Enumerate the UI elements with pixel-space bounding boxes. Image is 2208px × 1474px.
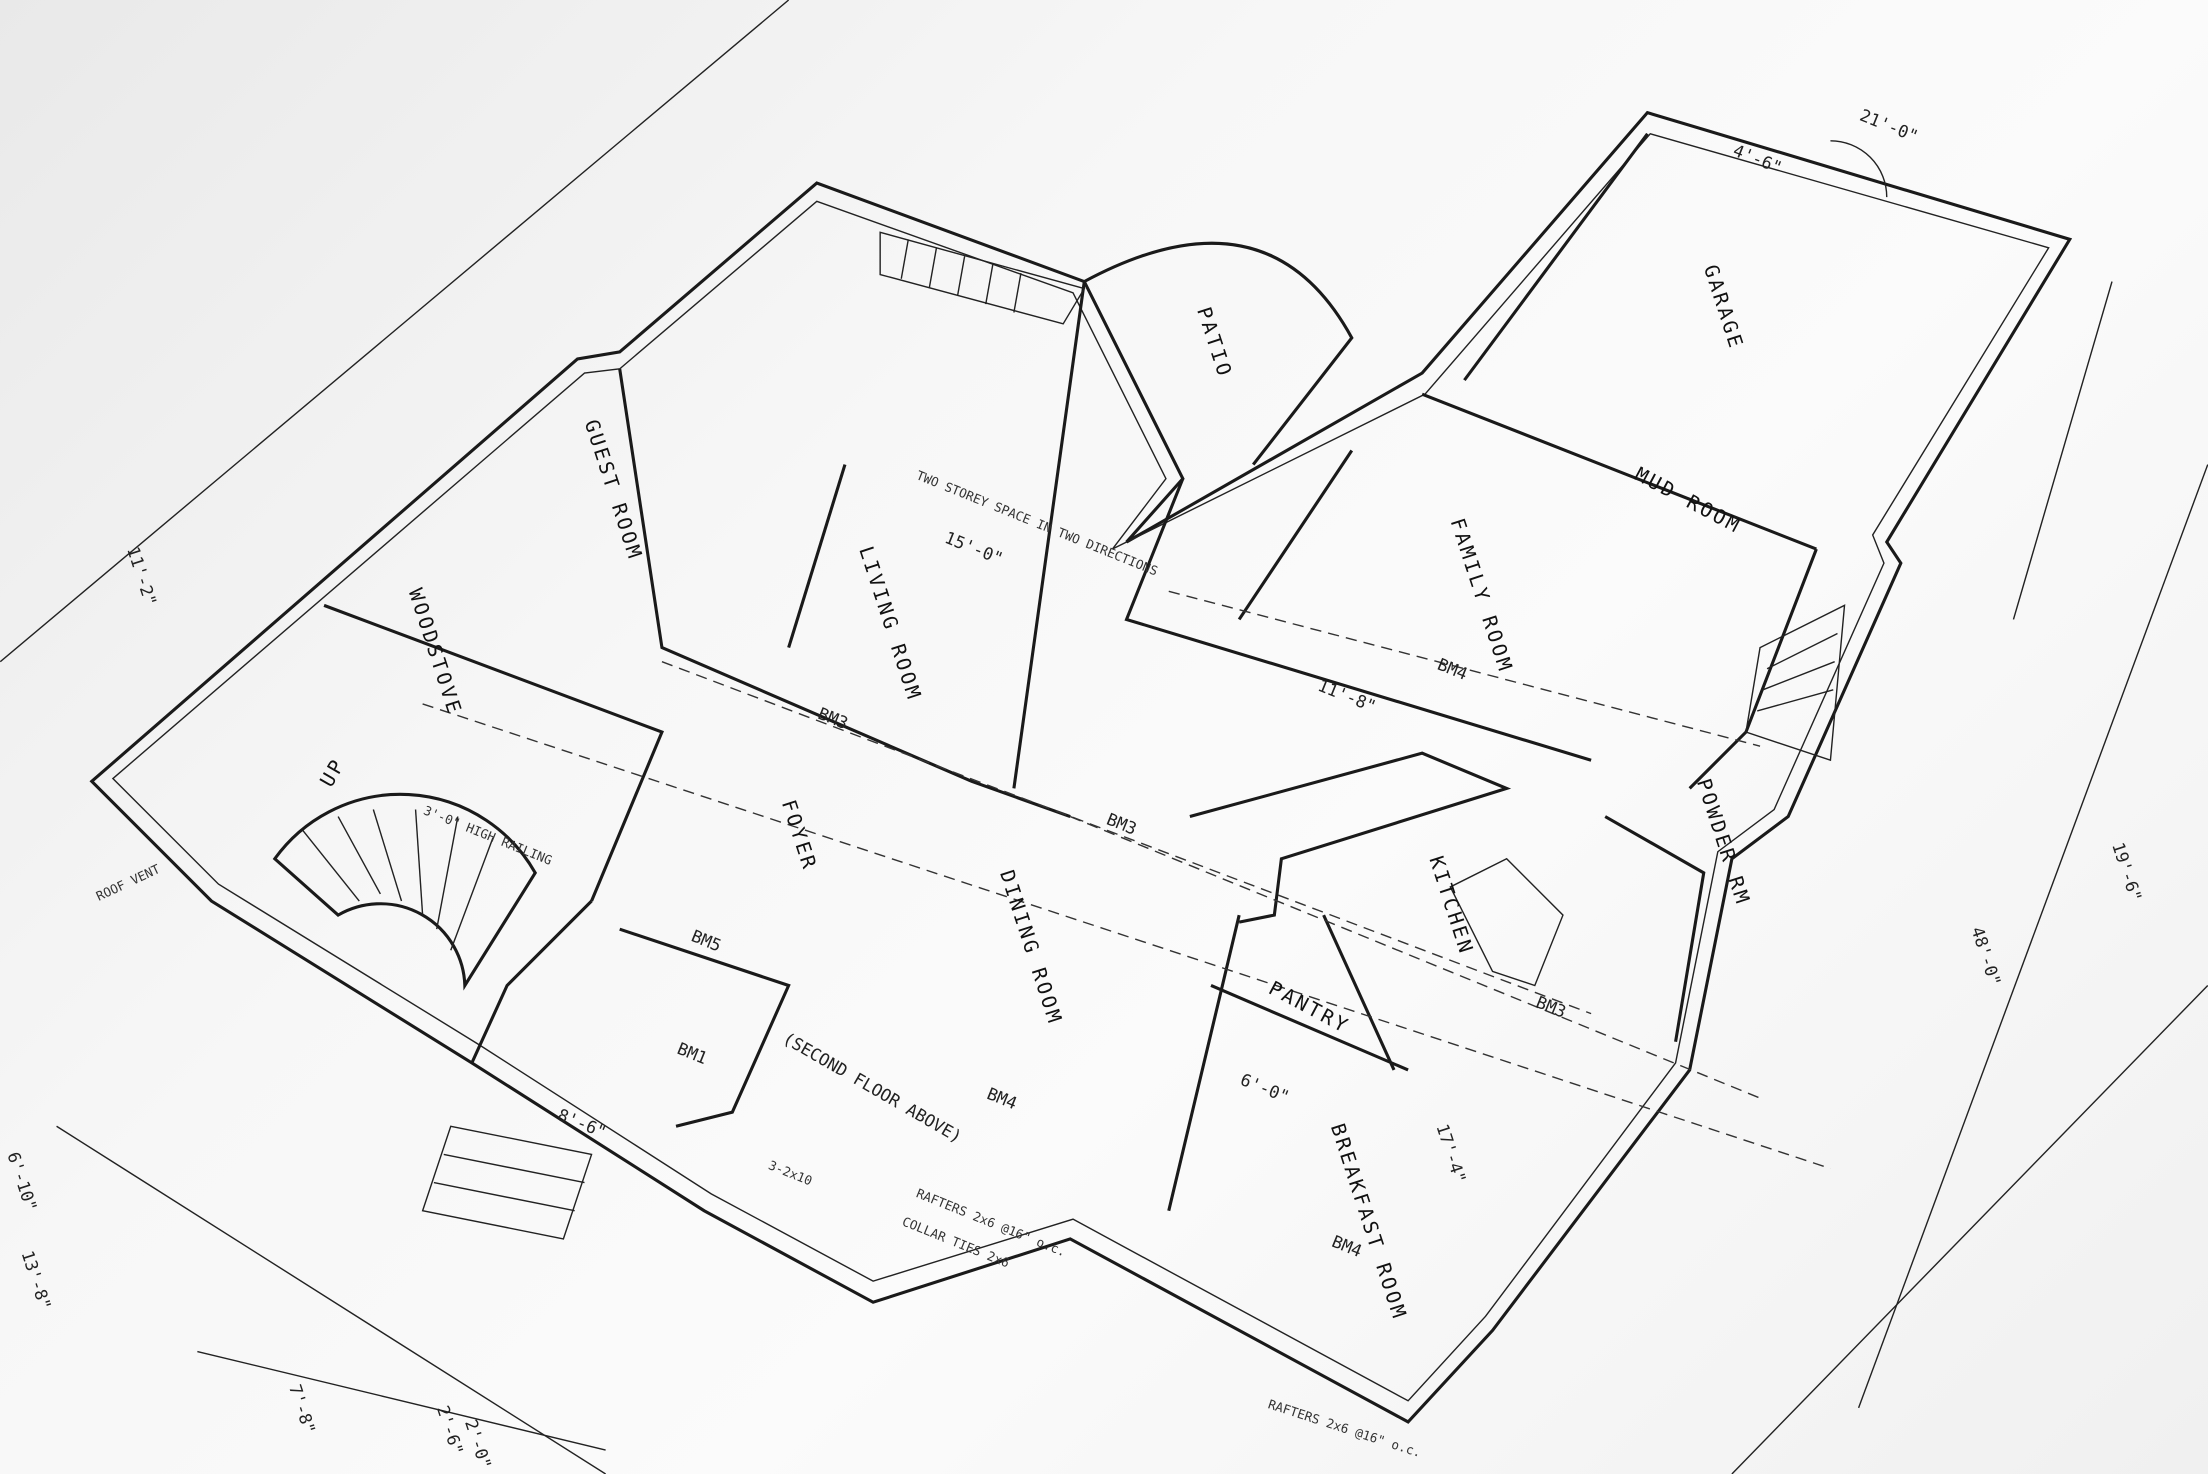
dimension-label: 8'-6" — [555, 1104, 610, 1142]
room-label-family-room: FAMILY ROOM — [1446, 515, 1518, 676]
interior-wall — [618, 368, 1071, 819]
interior-wall — [787, 464, 847, 649]
dimension-line — [197, 1350, 606, 1451]
interior-wall — [1210, 984, 1409, 1072]
dimension-label: 17'-4" — [1432, 1121, 1470, 1185]
dimension-label: 48'-0" — [1967, 924, 2005, 988]
room-label-dining-room: DINING ROOM — [995, 867, 1067, 1028]
interior-wall — [1124, 478, 1592, 762]
stair-patio — [879, 231, 1086, 325]
interior-wall — [619, 927, 791, 1128]
beam-label: BM5 — [689, 926, 725, 956]
sheet-border-left — [0, 0, 790, 663]
kitchen-sink — [1449, 857, 1564, 987]
interior-wall — [1012, 281, 1086, 789]
dimension-label: 13'-8" — [18, 1248, 56, 1312]
interior-wall — [1604, 815, 1706, 1043]
dimension-label: 15'-0" — [942, 527, 1006, 568]
dimension-label: 7'-8" — [285, 1382, 320, 1437]
note-rafters: RAFTERS 2x6 @16" o.c. — [1266, 1396, 1423, 1460]
beam-line — [661, 661, 1592, 1015]
dimension-label: 11'-8" — [1315, 675, 1379, 716]
interior-wall — [323, 603, 664, 902]
beam-label: BM1 — [675, 1038, 711, 1068]
dimension-label: 2'-0" — [461, 1417, 496, 1472]
room-label-patio: PATIO — [1192, 304, 1237, 381]
room-label-garage: GARAGE — [1699, 262, 1748, 353]
interior-wall — [1421, 392, 1817, 551]
note-railing: 3'-0" HIGH RAILING — [421, 803, 554, 868]
pantry-wall — [1322, 914, 1396, 1071]
patio-outline — [1083, 241, 1354, 466]
room-label-kitchen: KITCHEN — [1424, 853, 1478, 958]
dimension-label: 19'-6" — [2108, 840, 2146, 904]
interior-wall — [470, 899, 593, 1064]
interior-wall — [1167, 914, 1241, 1212]
note-beam: 3-2x10 — [766, 1157, 814, 1188]
beam-line — [1069, 815, 1761, 1099]
label-second-floor-above: (SECOND FLOOR ABOVE) — [780, 1028, 966, 1147]
kitchen-island — [1189, 751, 1512, 924]
stair-rear — [1745, 604, 1846, 762]
beam-label: BM4 — [984, 1083, 1020, 1113]
dimension-label: 21'-0" — [1857, 105, 1921, 146]
room-label-mud-room: MUD ROOM — [1631, 463, 1745, 538]
interior-wall — [1688, 548, 1818, 790]
interior-wall — [1463, 132, 1649, 382]
dimension-label: 6'-10" — [3, 1149, 41, 1213]
dimension-line — [2012, 281, 2113, 620]
dimension-label: 6'-0" — [1238, 1069, 1293, 1107]
note-roof-vent: ROOF VENT — [94, 861, 163, 904]
beam-line — [1168, 590, 1761, 747]
stair-front — [272, 792, 538, 991]
beam-label: BM3 — [1104, 809, 1140, 839]
dimension-line-bottom — [56, 1125, 607, 1474]
dimension-line-right — [1857, 464, 2208, 1409]
note-two-storey: TWO STOREY SPACE IN TWO DIRECTIONS — [914, 468, 1160, 579]
exterior-wall — [89, 110, 2073, 1424]
room-label-foyer: FOYER — [777, 797, 822, 874]
room-label-woodstove: WOODSTOVE — [404, 586, 467, 719]
label-up: UP — [316, 754, 351, 791]
stair-entry — [421, 1125, 593, 1240]
garage-door-arc — [1830, 140, 1888, 198]
room-label-living-room: LIVING ROOM — [854, 543, 926, 704]
beam-line — [422, 703, 1831, 1170]
interior-wall — [1237, 449, 1354, 621]
sheet-border-bottom — [1731, 984, 2208, 1474]
beam-label: BM4 — [1329, 1231, 1365, 1261]
room-label-breakfast-room: BREAKFAST ROOM — [1326, 1121, 1411, 1323]
beam-label: BM4 — [1435, 654, 1471, 684]
dimension-label: 11'-2" — [123, 544, 161, 608]
